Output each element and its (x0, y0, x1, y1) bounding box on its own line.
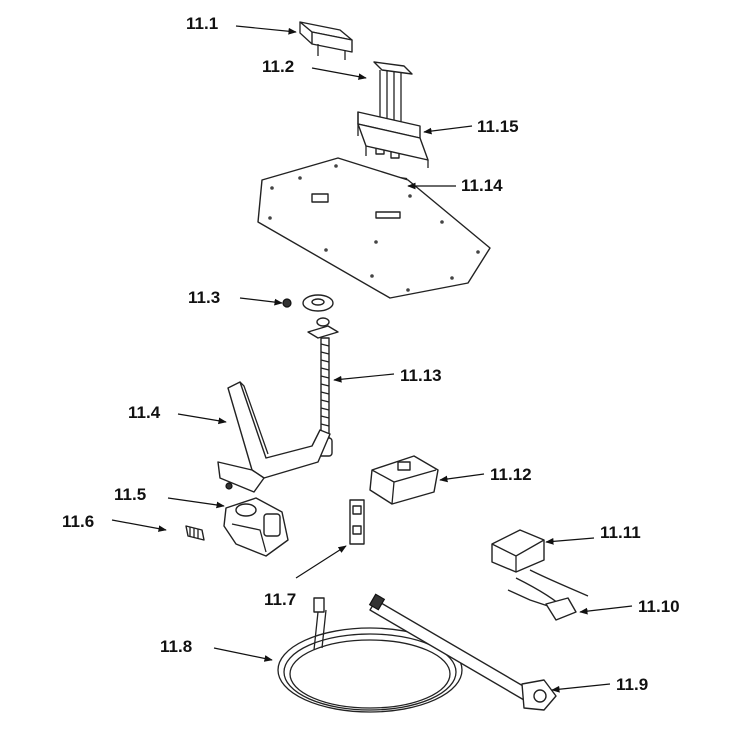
part-11-6-fitting (185, 525, 205, 541)
part-11-3-washer (282, 294, 334, 312)
part-11-12-control-module (369, 455, 439, 505)
label-11-12: 11.12 (490, 465, 532, 484)
label-11-9: 11.9 (616, 675, 648, 694)
label-11-6: 11.6 (62, 512, 94, 531)
label-11-8: 11.8 (160, 637, 192, 656)
label-11-15: 11.15 (477, 117, 519, 136)
part-11-1-bracket (299, 21, 353, 60)
part-11-7-connector (349, 499, 365, 545)
part-11-15-mounting-bracket (357, 111, 429, 168)
label-11-10: 11.10 (638, 597, 680, 616)
part-11-10-transformer (507, 589, 577, 621)
part-11-11-receiver-box (491, 529, 589, 611)
label-11-5: 11.5 (114, 485, 146, 504)
part-11-9-gas-line (368, 593, 557, 711)
label-11-11: 11.11 (600, 523, 641, 542)
part-11-5-gas-valve (223, 482, 289, 557)
part-11-8-coiled-hose (277, 597, 463, 713)
label-11-1: 11.1 (186, 14, 218, 33)
burner-mounting-plate (257, 157, 491, 299)
leader-lines (111, 25, 633, 693)
label-11-14: 11.14 (461, 176, 503, 195)
label-11-4: 11.4 (128, 403, 161, 422)
label-11-7: 11.7 (264, 590, 296, 609)
label-11-13: 11.13 (400, 366, 442, 385)
label-11-2: 11.2 (262, 57, 294, 76)
label-11-3: 11.3 (188, 288, 220, 307)
part-11-4-support-bracket (217, 381, 331, 493)
